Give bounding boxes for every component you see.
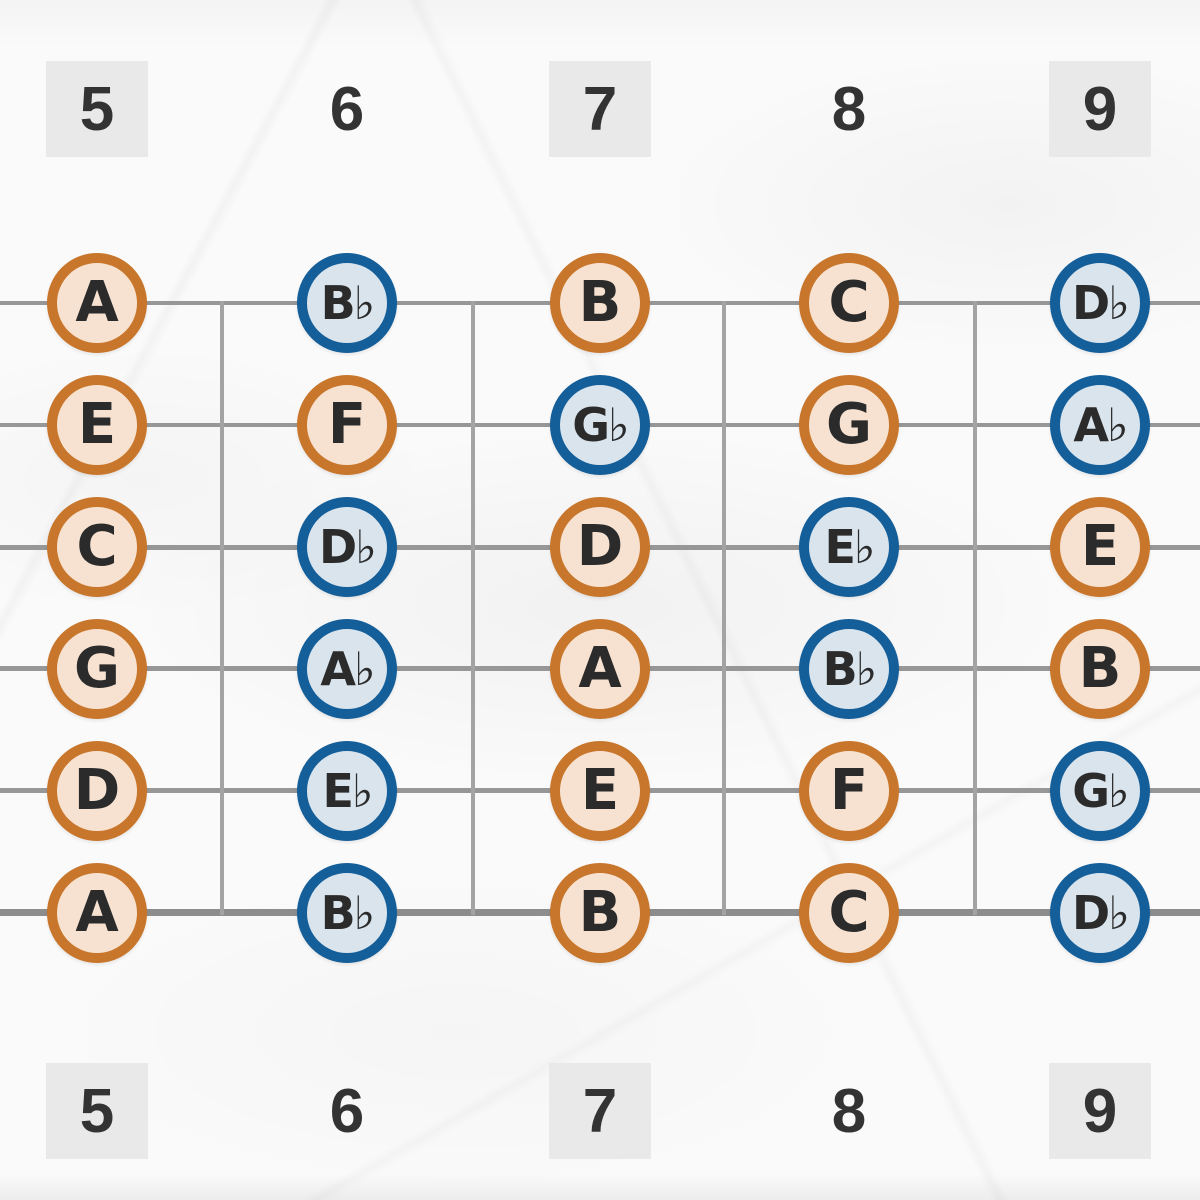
note-s1-f5: A <box>47 253 147 353</box>
note-label: A <box>75 880 119 945</box>
note-label: B <box>1078 636 1122 701</box>
note-label: E <box>580 758 620 823</box>
note-label: D♭ <box>319 520 377 574</box>
note-label: A♭ <box>320 642 375 696</box>
note-label: D♭ <box>1072 886 1130 940</box>
note-s1-f8: C <box>799 253 899 353</box>
fret-number-bottom-9: 9 <box>1082 1076 1118 1146</box>
note-s1-f9: D♭ <box>1050 253 1150 353</box>
note-s4-f6: A♭ <box>297 619 397 719</box>
note-s2-f6: F <box>297 375 397 475</box>
note-s2-f5: E <box>47 375 147 475</box>
note-s4-f7: A <box>550 619 650 719</box>
note-s5-f8: F <box>799 741 899 841</box>
note-s1-f6: B♭ <box>297 253 397 353</box>
note-s3-f6: D♭ <box>297 497 397 597</box>
note-s6-f6: B♭ <box>297 863 397 963</box>
note-label: C <box>828 880 870 945</box>
note-label: A <box>578 636 622 701</box>
note-s2-f8: G <box>799 375 899 475</box>
fret-marker-square <box>1049 61 1151 157</box>
note-label: B♭ <box>822 642 878 696</box>
note-s5-f7: E <box>550 741 650 841</box>
note-label: E♭ <box>824 520 875 574</box>
note-s6-f5: A <box>47 863 147 963</box>
note-s4-f5: G <box>47 619 147 719</box>
note-s2-f9: A♭ <box>1050 375 1150 475</box>
fret-marker-square <box>549 1063 651 1159</box>
note-s3-f7: D <box>550 497 650 597</box>
note-s5-f9: G♭ <box>1050 741 1150 841</box>
fret-number-bottom-8: 8 <box>831 1076 867 1146</box>
note-s1-f7: B <box>550 253 650 353</box>
note-s4-f9: B <box>1050 619 1150 719</box>
note-s3-f8: E♭ <box>799 497 899 597</box>
fret-line <box>722 301 726 915</box>
note-label: E <box>1080 514 1120 579</box>
note-label: D♭ <box>1072 276 1130 330</box>
fret-number-bottom-6: 6 <box>329 1076 365 1146</box>
note-s3-f5: C <box>47 497 147 597</box>
fret-number-bottom-7: 7 <box>582 1076 618 1146</box>
fret-number-top-6: 6 <box>329 74 365 144</box>
note-s4-f8: B♭ <box>799 619 899 719</box>
fret-number-top-7: 7 <box>582 74 618 144</box>
note-label: C <box>828 270 870 335</box>
note-label: E♭ <box>322 764 373 818</box>
note-label: A <box>75 270 119 335</box>
fret-number-top-9: 9 <box>1082 74 1118 144</box>
fret-number-top-5: 5 <box>79 74 115 144</box>
note-s3-f9: E <box>1050 497 1150 597</box>
note-label: G♭ <box>1072 764 1129 818</box>
note-s5-f5: D <box>47 741 147 841</box>
note-label: C <box>76 514 118 579</box>
fret-number-top-8: 8 <box>831 74 867 144</box>
note-label: B <box>578 880 622 945</box>
note-s5-f6: E♭ <box>297 741 397 841</box>
note-s6-f8: C <box>799 863 899 963</box>
fret-marker-square <box>46 1063 148 1159</box>
note-label: B <box>578 270 622 335</box>
note-label: G♭ <box>572 398 629 452</box>
note-label: B♭ <box>320 886 376 940</box>
note-s2-f7: G♭ <box>550 375 650 475</box>
fret-marker-square <box>549 61 651 157</box>
fret-line <box>220 301 224 915</box>
fret-marker-square <box>1049 1063 1151 1159</box>
note-s6-f7: B <box>550 863 650 963</box>
note-label: F <box>829 758 869 823</box>
note-label: D <box>576 514 624 579</box>
fret-line <box>471 301 475 915</box>
note-label: F <box>327 392 367 457</box>
note-label: G <box>826 392 872 457</box>
fret-line <box>973 301 977 915</box>
note-label: D <box>73 758 121 823</box>
note-label: A♭ <box>1073 398 1128 452</box>
fret-marker-square <box>46 61 148 157</box>
note-label: B♭ <box>320 276 376 330</box>
note-s6-f9: D♭ <box>1050 863 1150 963</box>
note-label: E <box>77 392 117 457</box>
note-label: G <box>74 636 120 701</box>
fret-number-bottom-5: 5 <box>79 1076 115 1146</box>
